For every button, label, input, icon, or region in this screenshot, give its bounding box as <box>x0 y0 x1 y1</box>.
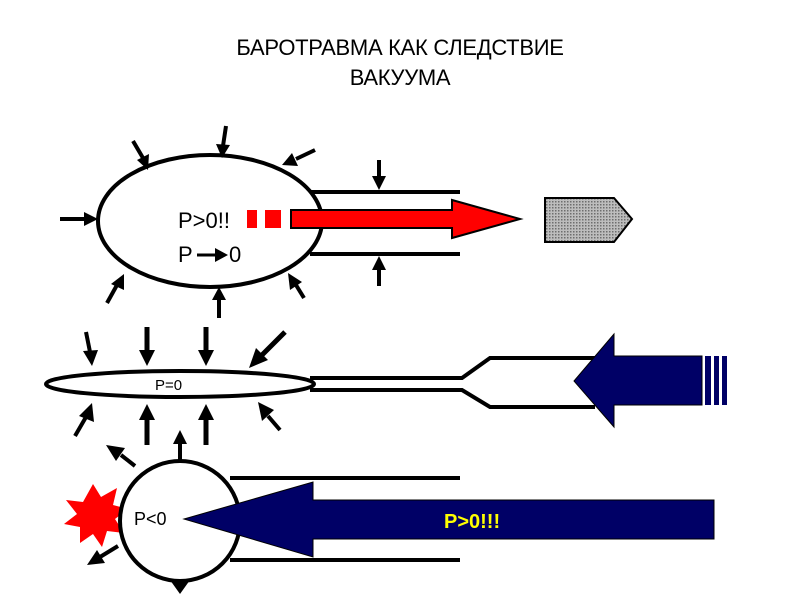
pressure-arrow-icon <box>258 402 282 432</box>
label-p-zero: P=0 <box>155 377 182 394</box>
pressure-arrow-icon <box>139 404 155 445</box>
rupture-burst-icon <box>64 484 128 547</box>
tends-to-arrow-icon <box>197 248 228 262</box>
arrow-trail-bar-3 <box>722 356 727 405</box>
navy-inflow-arrow-upper <box>573 332 703 429</box>
pressure-arrow-icon <box>198 404 214 445</box>
label-p-tends: P <box>178 242 193 267</box>
pressure-arrows-middle <box>73 327 287 445</box>
slide-title-line-1: БАРОТРАВМА КАК СЛЕДСТВИЕ <box>236 35 564 60</box>
slide-title-line-2: ВАКУУМА <box>349 65 451 90</box>
pressure-arrows-top <box>60 125 386 318</box>
pressure-arrow-icon <box>139 327 155 366</box>
pressure-arrow-icon <box>83 331 98 366</box>
outward-arrow-icon <box>106 445 137 468</box>
label-p-positive: P>0!! <box>178 208 230 233</box>
airway-lower-wall-middle <box>310 388 595 409</box>
pressure-arrow-icon <box>131 139 149 170</box>
pressure-arrow-icon <box>73 403 94 438</box>
red-arrow-segment-2 <box>265 210 281 228</box>
pressure-arrow-icon <box>372 160 386 190</box>
airway-upper-wall-middle <box>310 356 595 380</box>
arrow-trail-bar-2 <box>714 356 719 405</box>
pressure-arrow-icon <box>288 273 306 300</box>
pressure-arrow-icon <box>60 212 98 226</box>
arrow-trail-bar-1 <box>705 356 711 405</box>
pressure-arrow-icon <box>372 256 386 286</box>
panel-bottom-barotrauma: P>0!!! P<0 <box>64 430 715 594</box>
outward-arrows-bottom <box>87 430 190 594</box>
red-arrow-segment-1 <box>247 210 257 228</box>
lung-balloon-collapsed <box>44 369 316 399</box>
outward-arrow-icon <box>173 430 187 461</box>
outward-arrow-icon <box>87 544 120 565</box>
pressure-arrow-icon <box>282 148 316 166</box>
pressure-arrow-icon <box>105 274 124 304</box>
label-p-high: P>0!!! <box>444 511 500 533</box>
navy-inflow-arrow-lower <box>182 481 715 558</box>
blocker-plug <box>544 197 634 243</box>
label-p-negative: P<0 <box>134 509 167 529</box>
pressure-arrow-icon <box>198 327 214 366</box>
pressure-arrow-icon <box>212 287 226 318</box>
label-zero: 0 <box>229 242 241 267</box>
outward-arrow-icon <box>170 580 190 594</box>
red-outflow-arrow <box>290 198 524 240</box>
panel-middle-collapsed-lung: P=0 <box>44 327 727 445</box>
panel-top-inflated-lung: P>0!! P 0 <box>60 125 634 318</box>
pressure-arrow-icon <box>216 125 230 158</box>
pressure-arrow-icon <box>249 330 287 368</box>
